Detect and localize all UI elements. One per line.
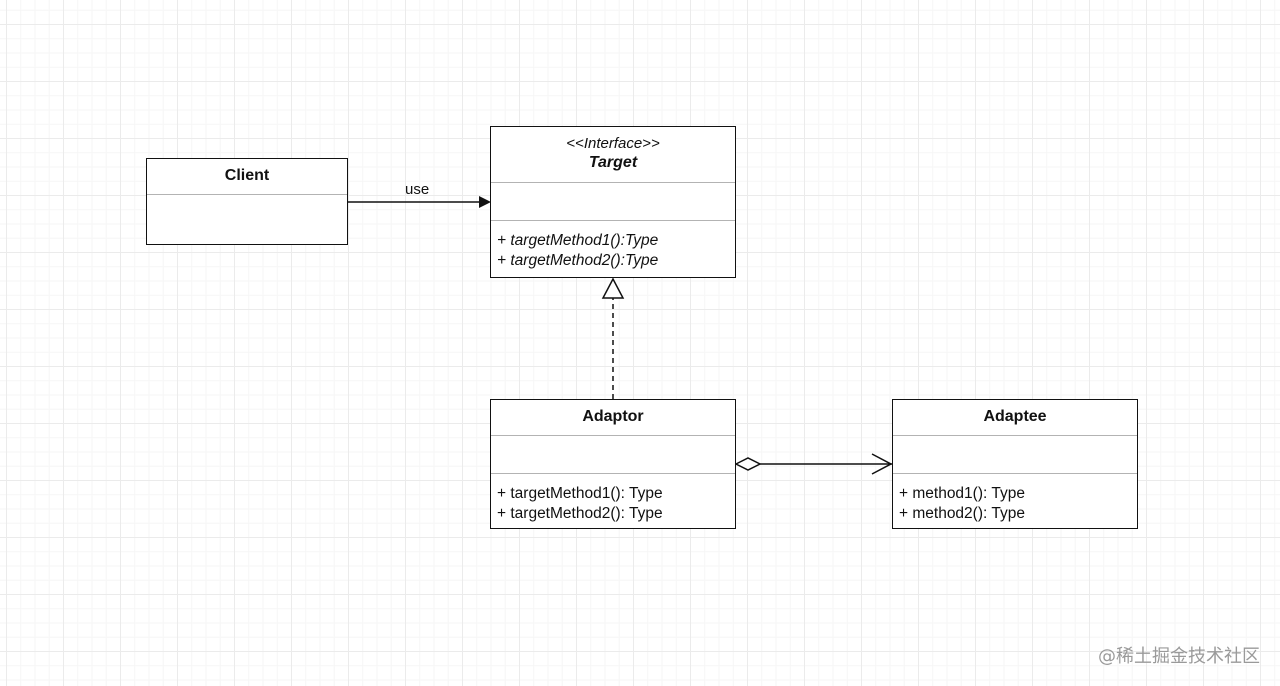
adaptor-divider-attributes [491, 435, 735, 436]
adaptor-method: + targetMethod2(): Type [497, 505, 663, 522]
adaptee-divider-attributes [893, 435, 1137, 436]
adaptor-divider-methods [491, 473, 735, 474]
client-class[interactable]: Client [146, 158, 348, 245]
target-divider-methods [491, 220, 735, 221]
target-method: + targetMethod1():Type [497, 232, 659, 249]
aggregation-diamond [734, 457, 762, 471]
association-arrowhead [479, 196, 491, 208]
target-divider-attributes [491, 182, 735, 183]
adaptor-method-list: + targetMethod1(): Type + targetMethod2(… [497, 484, 731, 524]
adaptee-class-name: Adaptee [983, 408, 1047, 425]
target-class-name: Target [588, 154, 638, 171]
adaptee-divider-methods [893, 473, 1137, 474]
adaptee-method-list: + method1(): Type + method2(): Type [899, 484, 1133, 524]
adaptee-method: + method1(): Type [899, 485, 1025, 502]
target-method: + targetMethod2():Type [497, 252, 659, 269]
adaptor-class-name: Adaptor [582, 408, 644, 425]
target-method-list: + targetMethod1():Type + targetMethod2()… [497, 231, 731, 271]
realization-edge[interactable] [601, 277, 625, 399]
client-class-name: Client [224, 167, 270, 184]
realization-triangle [601, 277, 625, 299]
use-association-edge[interactable] [347, 196, 491, 208]
adaptee-class[interactable]: Adaptee + method1(): Type + method2(): T… [892, 399, 1138, 529]
aggregation-open-arrowhead [871, 453, 893, 475]
adaptee-method: + method2(): Type [899, 505, 1025, 522]
use-label: use [405, 181, 430, 198]
aggregation-edge[interactable] [734, 453, 893, 475]
target-interface-class[interactable]: <<Interface>> Target + targetMethod1():T… [490, 126, 736, 278]
adaptor-method: + targetMethod1(): Type [497, 485, 663, 502]
client-divider [147, 194, 347, 195]
adaptor-class[interactable]: Adaptor + targetMethod1(): Type + target… [490, 399, 736, 529]
watermark-text: @稀土掘金技术社区 [1098, 646, 1260, 667]
target-stereotype: <<Interface>> [566, 135, 660, 152]
